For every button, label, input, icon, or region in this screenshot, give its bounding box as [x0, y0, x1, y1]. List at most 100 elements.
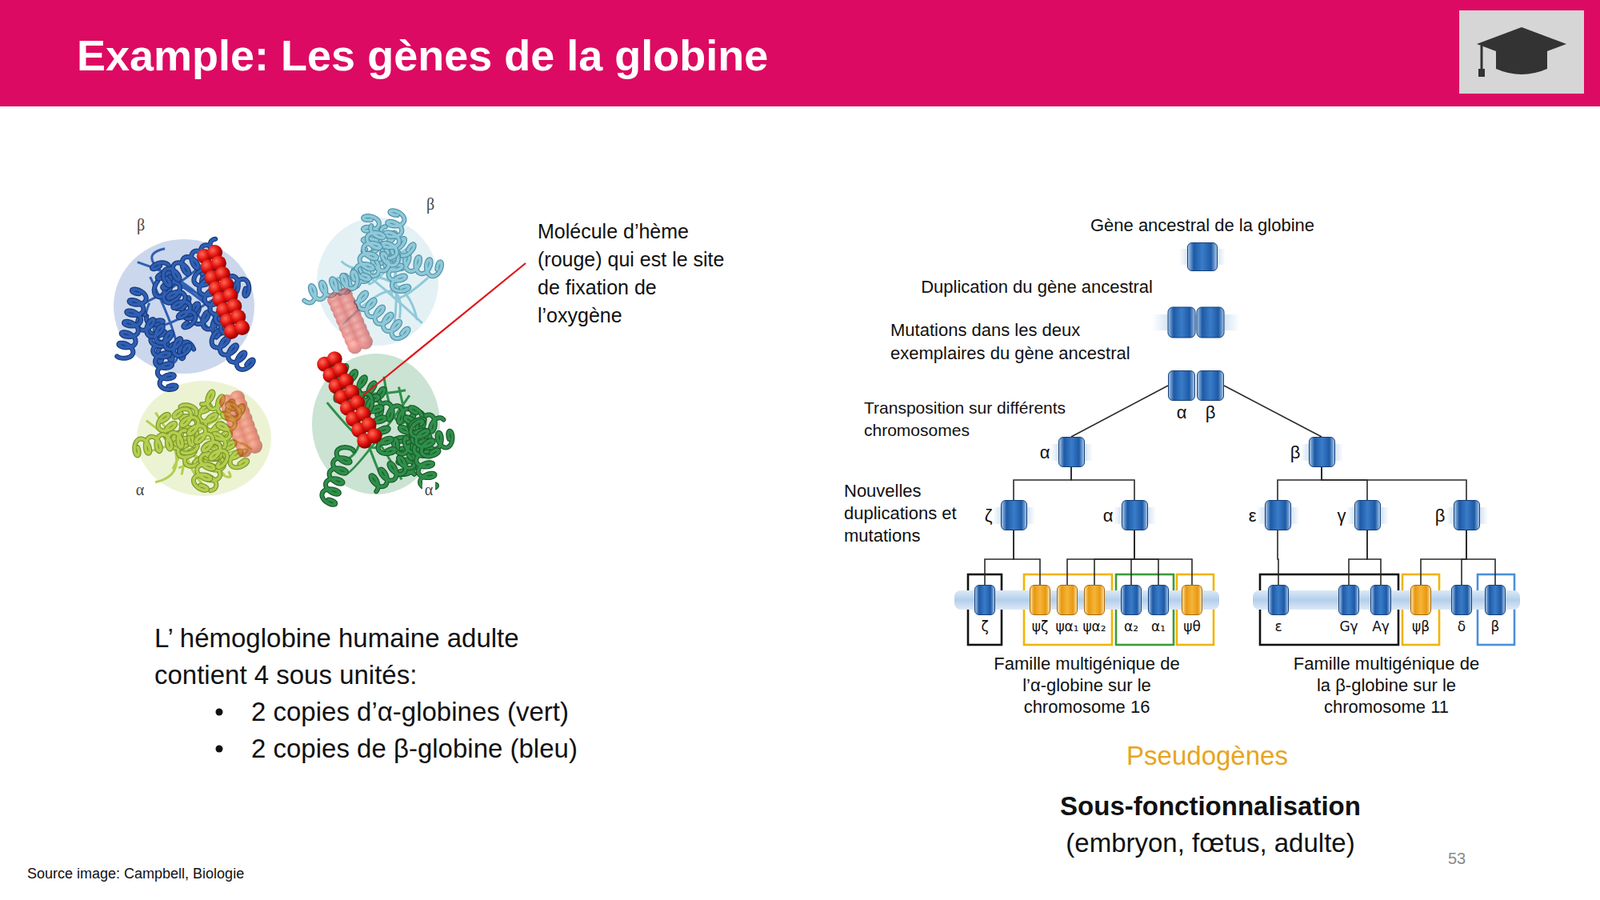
gene-label: α₂: [1124, 618, 1139, 635]
gene-block: [1187, 242, 1218, 272]
gene-node: Aγ: [1370, 584, 1392, 635]
helix-outline: [137, 312, 191, 356]
leader-line: [362, 263, 526, 396]
cap-tassel-end: [1478, 68, 1485, 77]
tree-branch: [1348, 530, 1368, 585]
pseudogene-block: [1056, 584, 1078, 616]
cap-top: [1476, 27, 1567, 61]
subunit-mass: [113, 239, 255, 374]
heme-molecule: [316, 351, 382, 448]
graduation-cap-icon: [1459, 10, 1584, 94]
heme-atom: [357, 334, 373, 350]
legend-note: Pseudogènes: [1126, 740, 1288, 772]
title-bar: Example: Les gènes de la globine: [0, 0, 1600, 107]
body-text: L’ hémoglobine humaine adulte contient 4…: [154, 620, 587, 694]
subunit-label: α: [422, 480, 436, 500]
helix-outline: [116, 289, 147, 359]
bullet-text: 2 copies d’α-globines (vert): [251, 693, 569, 731]
gene-caption: Gène ancestral de la globine: [1090, 215, 1315, 236]
bullet-text: 2 copies de β-globine (bleu): [251, 730, 578, 768]
gene-label: ψα₂: [1082, 618, 1106, 635]
gene-block: [1268, 584, 1289, 616]
gene-label: Aγ: [1372, 618, 1390, 635]
gene-node: β: [1484, 584, 1506, 635]
gene-label: β: [1196, 402, 1224, 423]
helix: [137, 312, 191, 356]
tree-branch: [1013, 467, 1072, 500]
subunit-label: α: [133, 480, 147, 500]
gene-node: ζ: [984, 500, 1036, 531]
concept-note: (embryon, fœtus, adulte): [1065, 827, 1355, 860]
gene-node: δ: [1451, 584, 1472, 635]
gene-block: [1451, 584, 1472, 616]
source-note: Source image: Campbell, Biologie: [27, 864, 244, 883]
gene-node: α₂: [1120, 584, 1142, 635]
gene-block: [1168, 307, 1196, 338]
gene-pair-labels: αβ: [1168, 402, 1224, 423]
gene-strip: [992, 500, 1036, 531]
tree-branch: [1461, 530, 1467, 585]
gene-family-band: Famille multigénique de l’α-globine sur …: [954, 584, 1220, 718]
gene-block: [1058, 436, 1085, 468]
gene-node: Gγ: [1338, 584, 1360, 635]
helix: [410, 420, 439, 456]
concept-label: Sous-fonctionnalisation: [1060, 790, 1361, 823]
heme-molecule: [219, 390, 263, 458]
helix-outline: [356, 225, 384, 280]
gene-strip: [1050, 436, 1093, 468]
helix: [116, 289, 147, 359]
helix: [134, 430, 193, 456]
globin-subunit: [304, 210, 442, 346]
tree-branch: [1094, 530, 1135, 585]
gene-pair: [1168, 370, 1224, 401]
helix: [356, 225, 384, 280]
highlight-box: [968, 574, 1002, 645]
gene-node: γ: [1337, 500, 1389, 531]
gene-block: [974, 584, 996, 616]
gene-node: ψζ: [1029, 584, 1051, 635]
gene-label: β: [1435, 505, 1446, 526]
gene-block: [1121, 500, 1148, 531]
gene-strip: [1346, 500, 1389, 531]
gene-node: ψα₁: [1055, 584, 1079, 635]
gene-block: [1264, 500, 1292, 531]
gene-node: α: [1103, 500, 1156, 531]
gene-block: [1308, 436, 1336, 468]
gene-label: ψζ: [1032, 618, 1048, 635]
gene-node: ε: [1268, 584, 1289, 635]
tree-branch: [1224, 385, 1322, 437]
gene-block: [1196, 370, 1224, 401]
subunit-label: β: [134, 215, 148, 235]
tree-branch: [1134, 530, 1159, 585]
gene-node: αβ: [1168, 370, 1224, 423]
gene-label: Gγ: [1339, 618, 1358, 635]
gene-label: ε: [1274, 618, 1282, 635]
gene-node: ε: [1248, 500, 1300, 531]
tree-branch: [984, 530, 1014, 585]
heme-molecule: [196, 244, 250, 340]
helix-outline: [371, 451, 416, 492]
pseudogene-block: [1410, 584, 1432, 616]
globin-subunit: [134, 380, 272, 496]
globin-subunit: [312, 353, 453, 505]
highlight-box: [1477, 574, 1515, 645]
gene-label: β: [1290, 442, 1301, 463]
gene-strip: [1113, 500, 1156, 531]
heme-atom: [247, 438, 263, 454]
gene-node: Gène ancestral de la globine: [1090, 215, 1315, 272]
gene-block: [1000, 500, 1028, 531]
highlight-box: [1024, 574, 1112, 645]
heme-atom: [367, 428, 383, 444]
gene-node: β: [1290, 436, 1344, 468]
pseudogene-block: [1181, 584, 1203, 616]
gene-label: ψα₁: [1055, 618, 1079, 635]
icon-box: [1459, 10, 1584, 94]
gene-strip: [1256, 500, 1300, 531]
gene-strip: [1152, 314, 1240, 331]
hemoglobin-illustration: [113, 210, 453, 505]
gene-family-band: Famille multigénique de la β-globine sur…: [1252, 584, 1520, 718]
gene-label: β: [1491, 618, 1500, 635]
tree-branch: [1277, 467, 1322, 500]
gene-block: [1120, 584, 1142, 616]
